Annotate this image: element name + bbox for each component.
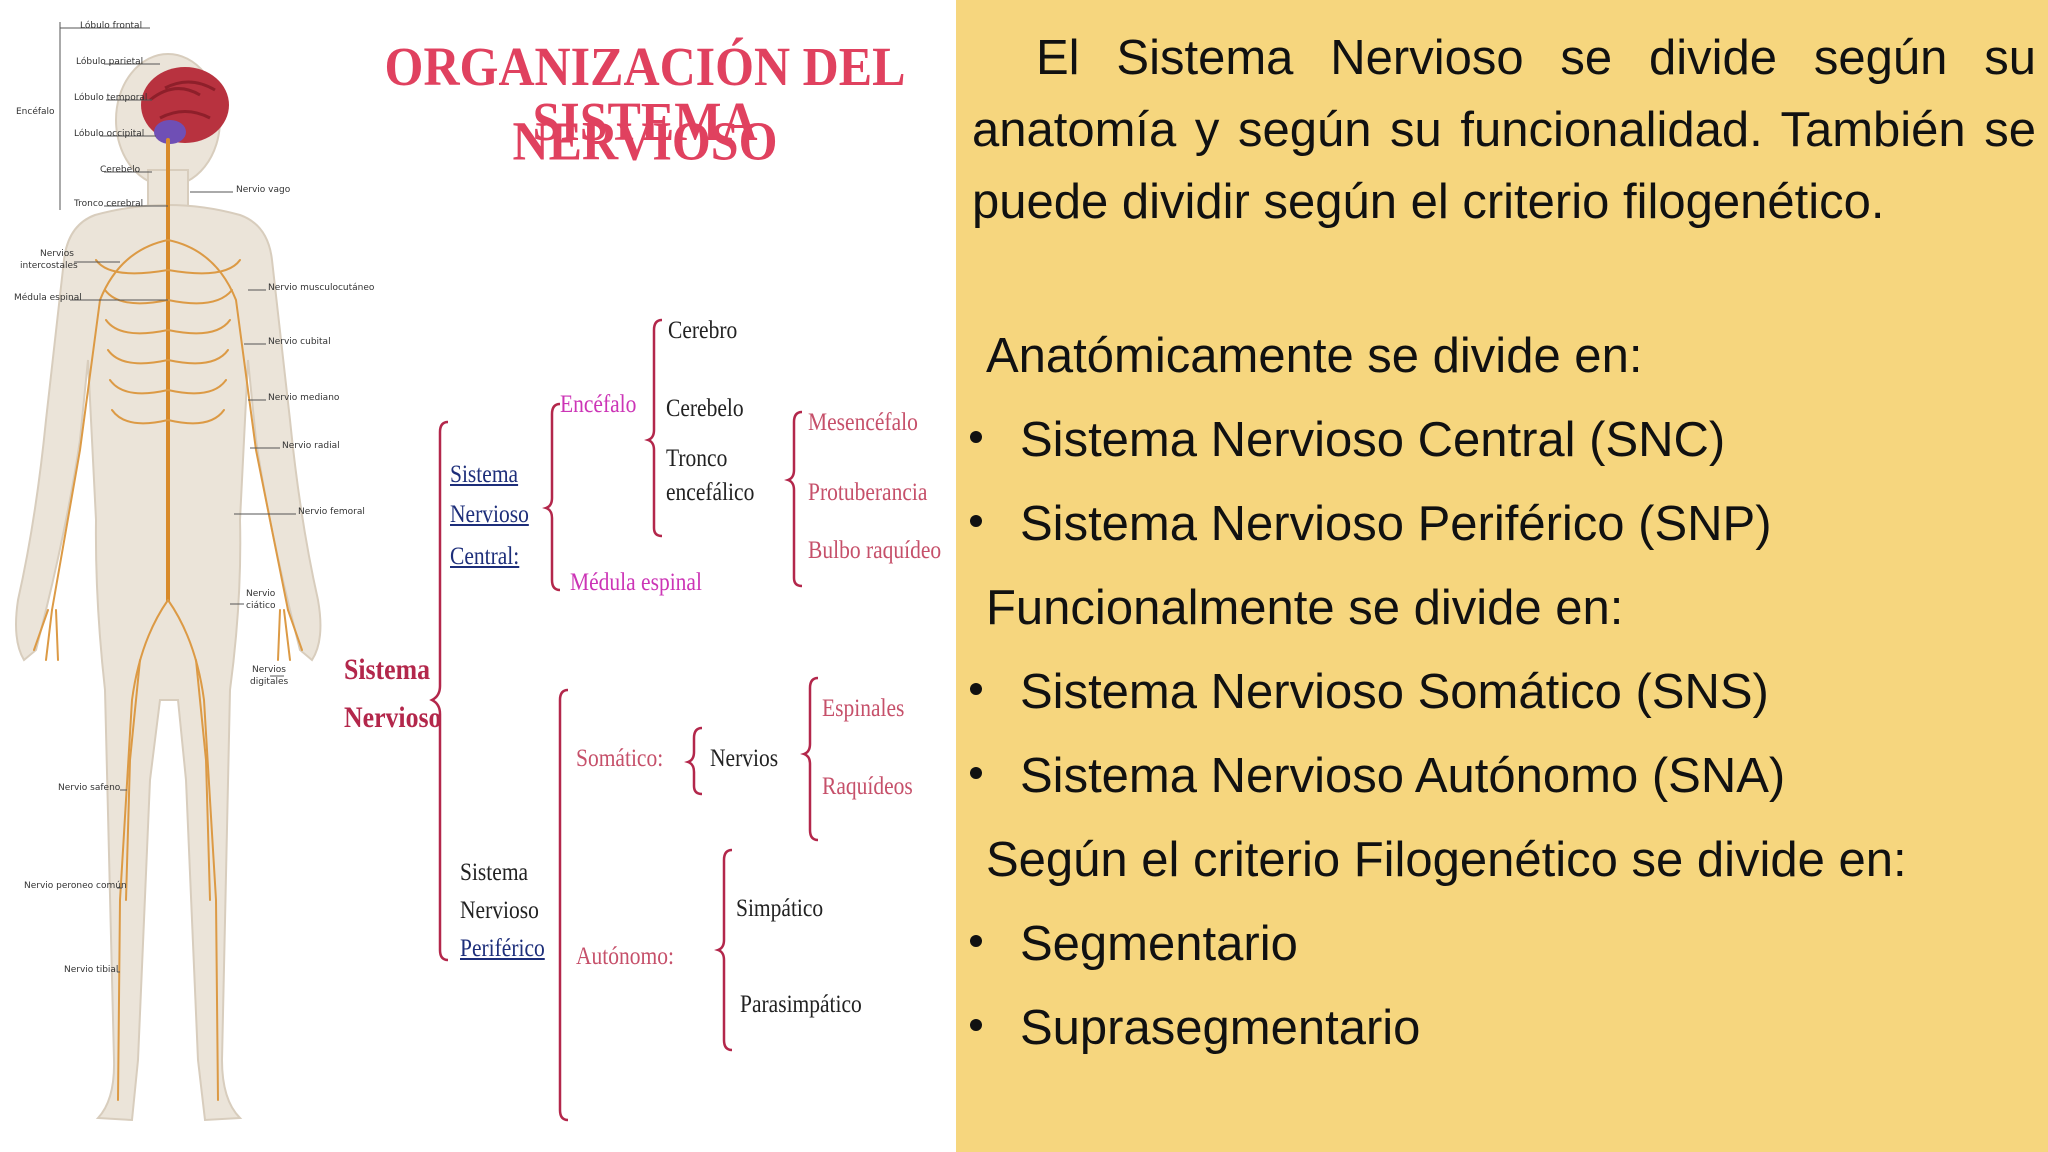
list-item-label: Sistema Nervioso Autónomo (SNA) [1020,749,1786,803]
tree-encefalo: Encéfalo [560,391,637,418]
figure-title-line-2: NERVIOSO [512,110,778,172]
label-nervio-cubital: Nervio cubital [268,337,331,347]
label-nervio-musculocutaneo: Nervio musculocutáneo [268,283,375,293]
label-lobulo-temporal: Lóbulo temporal [74,93,148,103]
tree-parasimpatico: Parasimpático [740,991,862,1018]
tree-root-line-1: Sistema [344,653,430,686]
list-item: Sistema Nervioso Periférico (SNP) [970,488,1772,560]
bullet-icon [970,1019,982,1031]
list-item-label: Sistema Nervioso Somático (SNS) [1020,665,1769,719]
label-nervios-intercostales-2: intercostales [20,261,78,271]
text-panel: El Sistema Nervioso se divide según su a… [956,0,2048,1152]
human-body-illustration [15,22,819,1122]
tree-autonomo: Autónomo: [576,943,674,970]
tree-protuberancia: Protuberancia [808,479,928,506]
list-item: Suprasegmentario [970,992,1420,1064]
label-nervio-ciatico-2: ciático [246,601,276,611]
label-nervio-ciatico-1: Nervio [246,589,276,599]
label-nervio-safeno: Nervio safeno [58,783,121,793]
label-nervio-vago: Nervio vago [236,185,291,195]
label-encefalo: Encéfalo [16,107,55,117]
label-medula-espinal: Médula espinal [14,293,82,303]
list-item-label: Suprasegmentario [1020,1001,1421,1055]
tree-somatico: Somático: [576,745,664,772]
bullet-icon [970,767,982,779]
tree-snp-line-2: Nervioso [460,897,539,924]
label-nervio-tibial: Nervio tibial [64,965,119,975]
label-nervio-mediano: Nervio mediano [268,393,340,403]
label-nervio-femoral: Nervio femoral [298,507,365,517]
list-item: Sistema Nervioso Central (SNC) [970,404,1725,476]
list-item-label: Sistema Nervioso Periférico (SNP) [1020,497,1772,551]
label-lobulo-occipital: Lóbulo occipital [74,129,145,139]
label-nervios-digitales-2: digitales [250,677,289,687]
intro-paragraph: El Sistema Nervioso se divide según su a… [972,31,2036,229]
tree-snc-line-2: Nervioso [450,501,529,528]
tree-simpatico: Simpático [736,895,824,922]
tree-tronco-line-2: encefálico [666,479,755,506]
bullet-icon [970,515,982,527]
tree-snp-line-3: Periférico [460,935,545,962]
label-cerebelo: Cerebelo [100,165,141,175]
label-lobulo-frontal: Lóbulo frontal [80,21,143,31]
bullet-icon [970,431,982,443]
label-nervio-peroneo: Nervio peroneo común [24,881,127,891]
list-item-label: Sistema Nervioso Central (SNC) [1020,413,1726,467]
list-item: Sistema Nervioso Autónomo (SNA) [970,740,1785,812]
label-nervio-radial: Nervio radial [282,441,340,451]
tree-root-line-2: Nervioso [344,701,442,734]
label-nervios-intercostales-1: Nervios [40,249,74,259]
tree-mesencefalo: Mesencéfalo [808,409,918,436]
tree-nervios: Nervios [710,745,779,772]
label-nervios-digitales-1: Nervios [252,665,286,675]
list-item: Segmentario [970,908,1298,980]
tree-cerebro: Cerebro [668,317,738,344]
list-item-label: Segmentario [1020,917,1298,971]
tree-raquideos: Raquídeos [822,773,913,800]
list-item: Sistema Nervioso Somático (SNS) [970,656,1769,728]
tree-tronco-line-1: Tronco [666,445,728,472]
phylogenetic-heading: Según el criterio Filogenético se divide… [986,833,1907,887]
tree-cerebelo: Cerebelo [666,395,744,422]
figure-title-line-1: ORGANIZACIÓN DEL SISTEMA [384,35,906,153]
tree-snp-line-1: Sistema [460,859,529,886]
functional-heading: Funcionalmente se divide en: [986,581,1624,635]
anatomic-heading: Anatómicamente se divide en: [986,329,1643,383]
label-tronco-cerebral: Tronco cerebral [74,199,144,209]
tree-medula-espinal: Médula espinal [570,569,702,596]
bullet-icon [970,683,982,695]
tree-espinales: Espinales [822,695,905,722]
label-lobulo-parietal: Lóbulo parietal [76,57,144,67]
tree-bulbo-raquideo: Bulbo raquídeo [808,537,942,564]
bullet-icon [970,935,982,947]
tree-snc-line-3: Central: [450,543,520,570]
tree-snc-line-1: Sistema [450,461,519,488]
nervous-system-figure: ORGANIZACIÓN DEL SISTEMA NERVIOSO Lóbulo… [0,0,956,1152]
